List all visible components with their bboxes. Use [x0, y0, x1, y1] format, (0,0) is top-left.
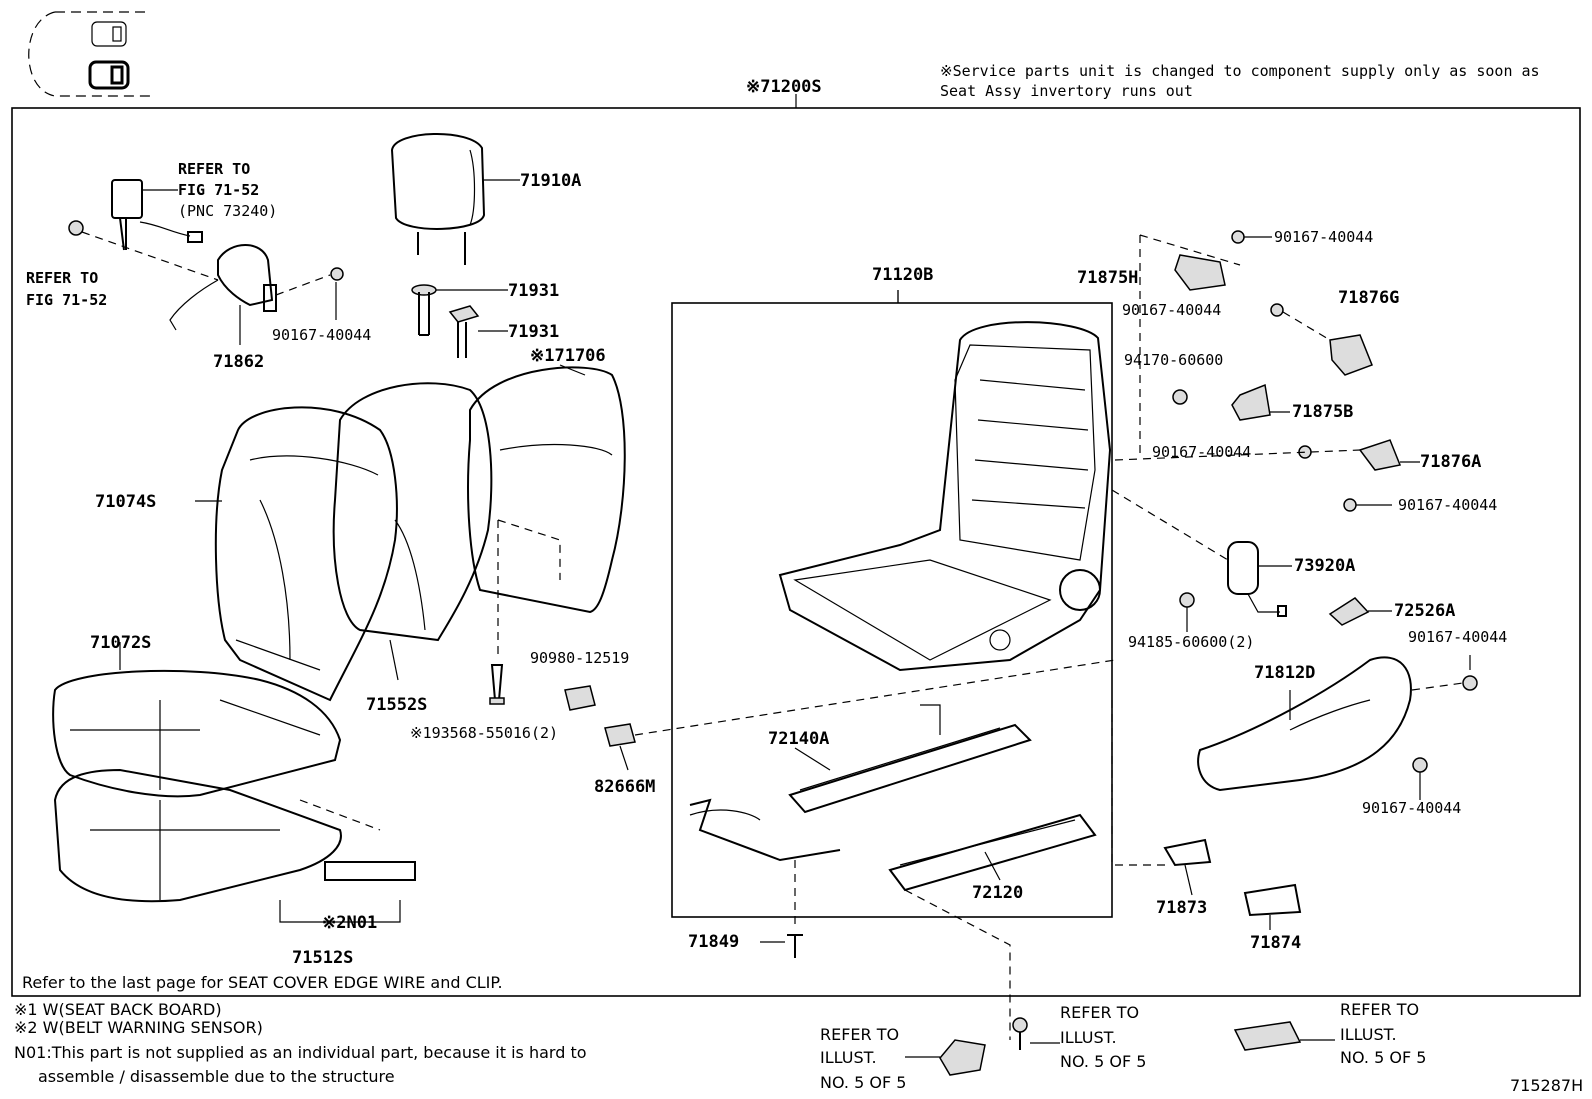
refer-illust-1-line-3: NO. 5 OF 5: [820, 1073, 906, 1092]
part-label: 71931: [508, 281, 559, 301]
belt-buckle-drawing: [68, 179, 344, 345]
part-label: ※2N01: [322, 913, 377, 933]
seat-track-drawing: [689, 704, 1097, 1040]
part-label: 71552S: [366, 695, 427, 715]
part-label: 90167-40044: [1274, 228, 1373, 246]
figure-code: 715287H: [1510, 1076, 1583, 1095]
part-label: 71875H: [1077, 268, 1138, 288]
part-label: 72120: [972, 883, 1023, 903]
part-label: 82666M: [594, 777, 655, 797]
part-label: 71862: [213, 352, 264, 372]
vehicle-locator-icon: [28, 11, 150, 97]
seat-frame-drawing: [778, 290, 1112, 672]
part-label: 71876G: [1338, 288, 1399, 308]
part-label: 90167-40044: [1122, 301, 1221, 319]
part-label: 94170-60600: [1124, 351, 1223, 369]
refer-belt-line-2: FIG 71-52: [178, 181, 259, 199]
refer-illust-1-line-1: REFER TO: [820, 1025, 899, 1044]
headrest-support-drawing: [411, 284, 508, 358]
footnote-2: ※2 W(BELT WARNING SENSOR): [14, 1018, 263, 1037]
service-note-line-2: Seat Assy invertory runs out: [940, 82, 1193, 100]
refer-illust-2-line-2: ILLUST.: [1060, 1028, 1117, 1047]
footnote-4: assemble / disassemble due to the struct…: [38, 1067, 395, 1086]
part-label: ※193568-55016(2): [410, 724, 558, 742]
part-label: ※171706: [530, 346, 606, 366]
refer-illust-1-line-2: ILLUST.: [820, 1048, 877, 1067]
part-label: 90167-40044: [272, 326, 371, 344]
part-label: 73920A: [1294, 556, 1355, 576]
part-label: 71812D: [1254, 663, 1315, 683]
part-label: 71874: [1250, 933, 1301, 953]
headrest-drawing: [390, 132, 520, 265]
refer-belt-line-3: (PNC 73240): [178, 202, 277, 220]
part-label: 90980-12519: [530, 649, 629, 667]
part-label: 71931: [508, 322, 559, 342]
part-label: 71876A: [1420, 452, 1481, 472]
part-label: 71074S: [95, 492, 156, 512]
assembly-label: ※71200S: [746, 77, 822, 97]
part-label: 90167-40044: [1408, 628, 1507, 646]
service-note-line-1: ※Service parts unit is changed to compon…: [940, 62, 1540, 80]
part-label: 71512S: [292, 948, 353, 968]
footnote-3: N01:This part is not supplied as an indi…: [14, 1043, 587, 1062]
refer-illust-3-line-1: REFER TO: [1340, 1000, 1419, 1019]
seat-back-cover-drawing: [195, 364, 626, 702]
part-label: 72526A: [1394, 601, 1455, 621]
part-label: 71910A: [520, 171, 581, 191]
right-side-parts-drawing: [1111, 230, 1478, 930]
subassembly-frame: [671, 302, 1113, 918]
seat-cushion-drawing: [52, 642, 416, 923]
part-label: 94185-60600(2): [1128, 633, 1254, 651]
part-label: 90167-40044: [1398, 496, 1497, 514]
part-label: 90167-40044: [1362, 799, 1461, 817]
refer-illust-3-line-2: ILLUST.: [1340, 1025, 1397, 1044]
part-label: 71849: [688, 932, 739, 952]
refer-illust-2-line-1: REFER TO: [1060, 1003, 1139, 1022]
footnote-1: ※1 W(SEAT BACK BOARD): [14, 1000, 222, 1019]
refer-belt-line-1: REFER TO: [178, 160, 250, 178]
part-label: 71072S: [90, 633, 151, 653]
inner-note: Refer to the last page for SEAT COVER ED…: [22, 973, 503, 992]
refer-illustration-icons: [905, 1017, 1335, 1076]
refer-anchor-line-2: FIG 71-52: [26, 291, 107, 309]
part-label: 90167-40044: [1152, 443, 1251, 461]
part-label: 71875B: [1292, 402, 1353, 422]
refer-anchor-line-1: REFER TO: [26, 269, 98, 287]
part-label: 71873: [1156, 898, 1207, 918]
refer-illust-3-line-3: NO. 5 OF 5: [1340, 1048, 1426, 1067]
fasteners-drawing: [489, 659, 1116, 771]
part-label: 72140A: [768, 729, 829, 749]
subassembly-label: 71120B: [872, 265, 933, 285]
refer-illust-2-line-3: NO. 5 OF 5: [1060, 1052, 1146, 1071]
